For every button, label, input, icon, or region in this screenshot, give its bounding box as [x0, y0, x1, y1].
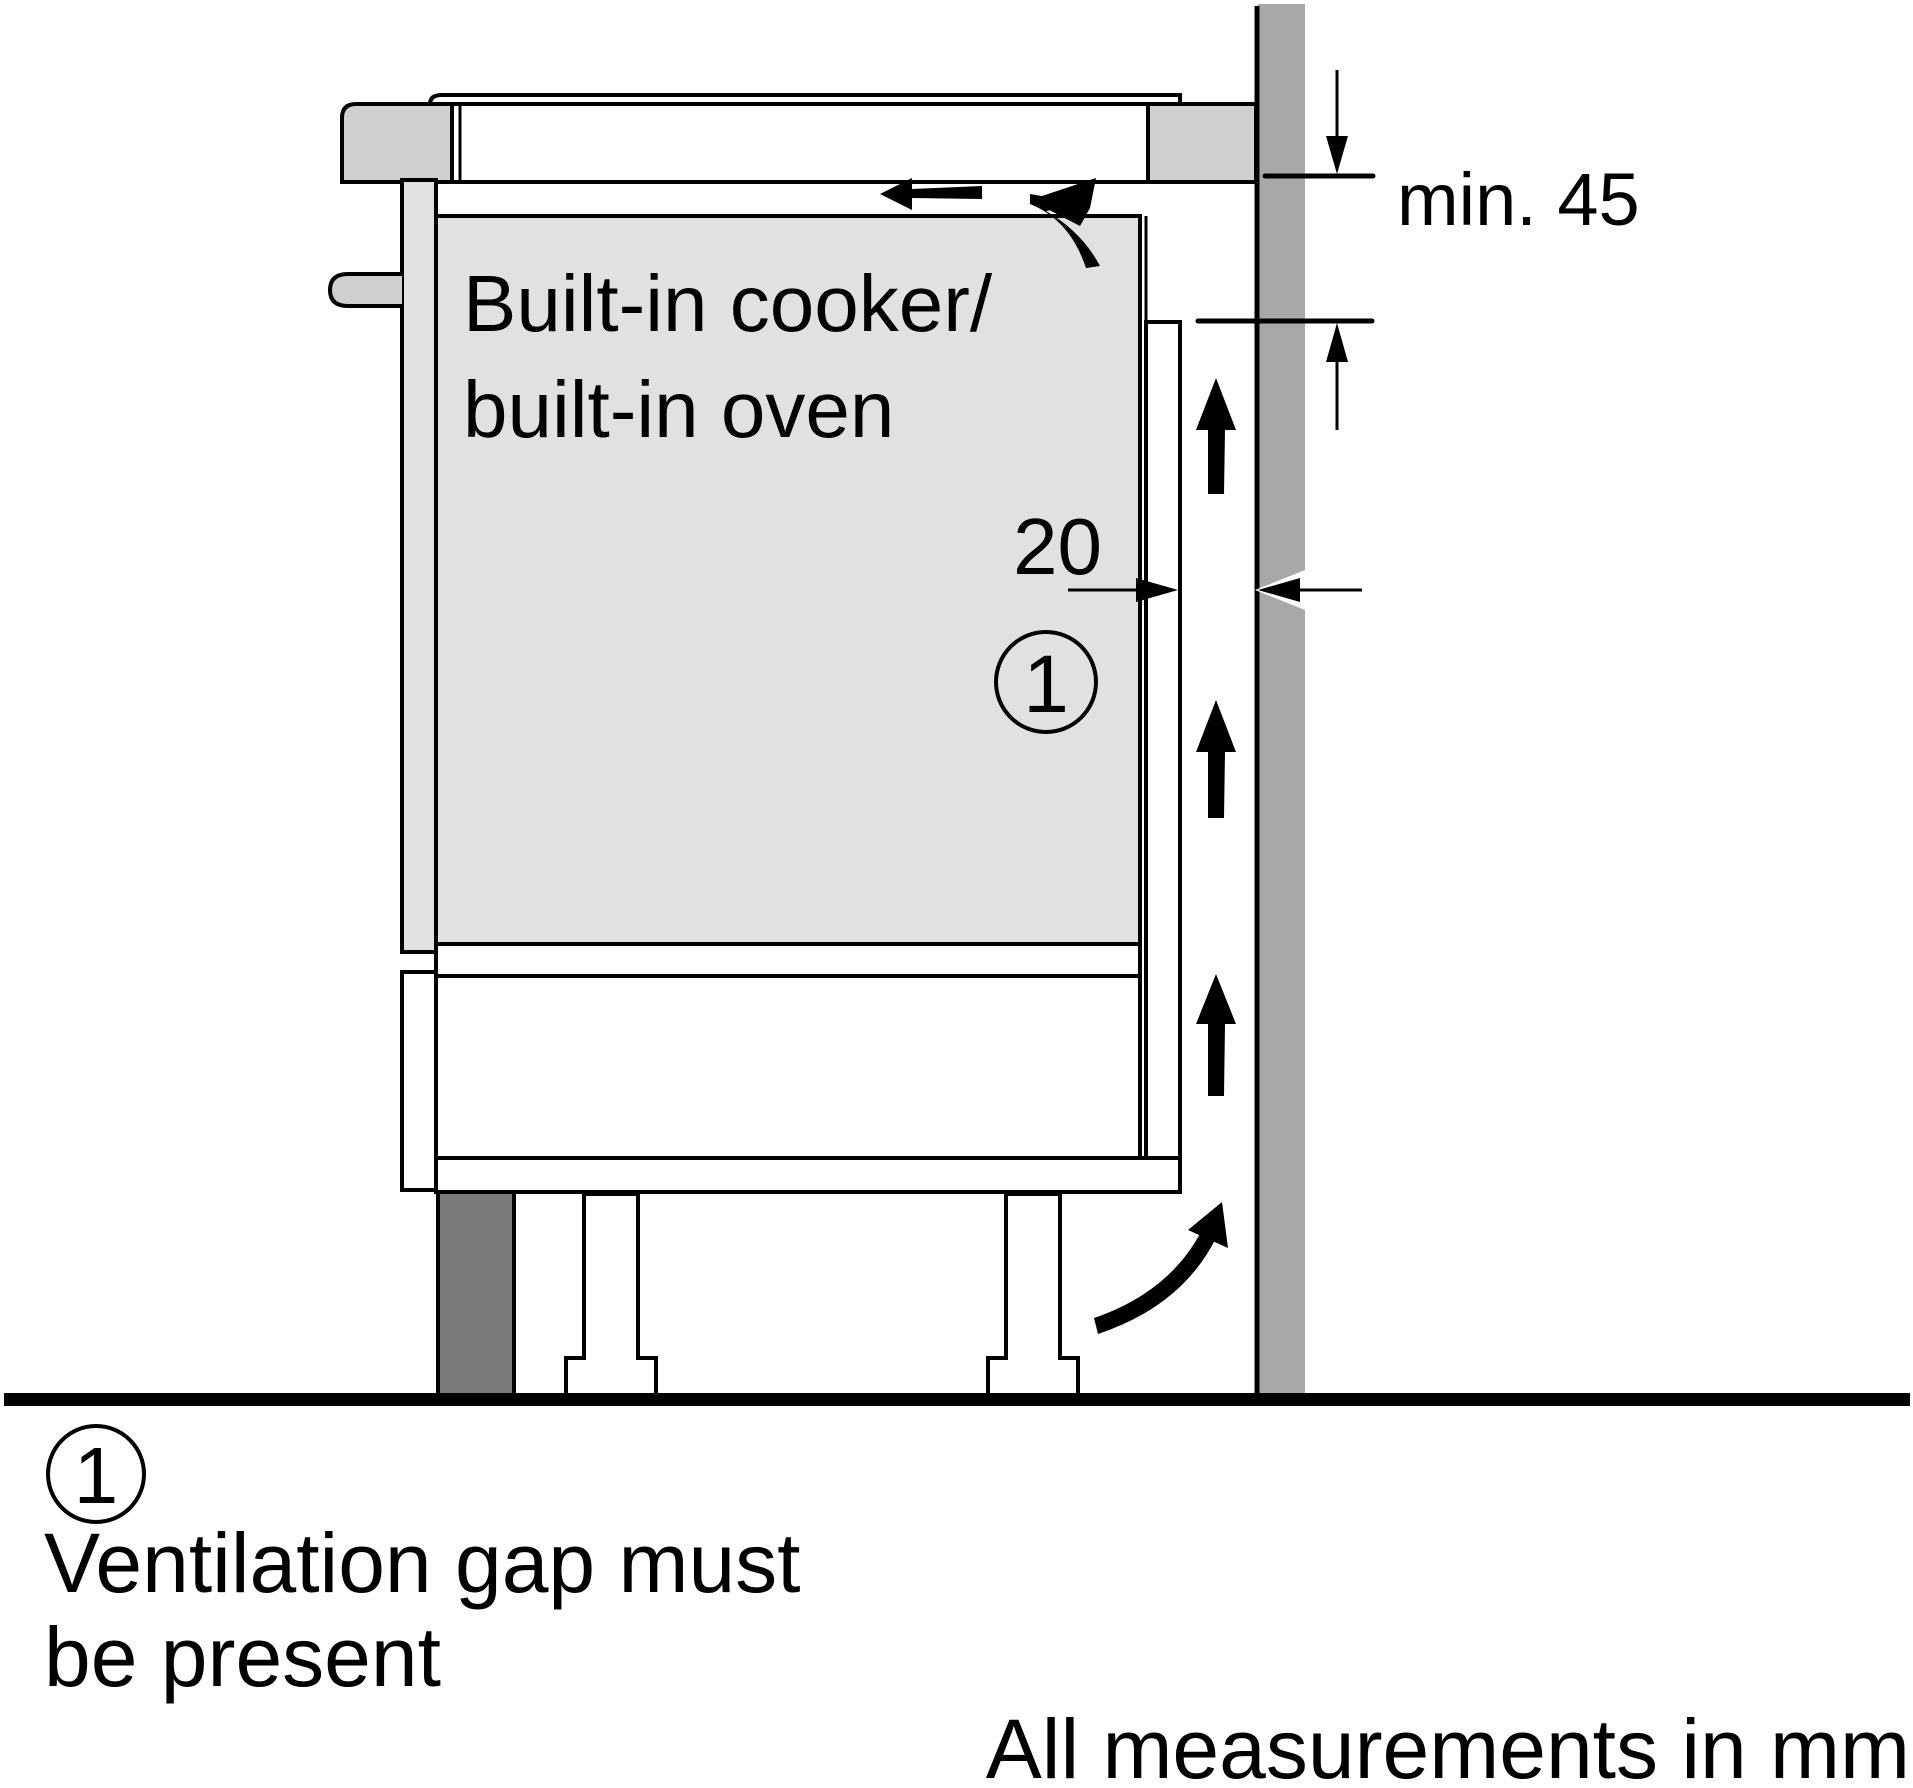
rear-panel — [1144, 320, 1182, 1160]
arrow-icon — [1094, 1230, 1216, 1334]
dim-label-top-gap: min. 45 — [1397, 158, 1640, 241]
legend: 1 Ventilation gap must be present — [44, 1424, 801, 1704]
callout-number: 1 — [1023, 639, 1069, 730]
floor-line — [4, 1393, 1910, 1406]
airflow-arrows — [880, 178, 1236, 1334]
arrow-icon — [1030, 178, 1096, 226]
side-panel-lower — [400, 970, 438, 1192]
countertop-right — [1146, 102, 1258, 184]
arrow-icon — [1258, 578, 1300, 602]
legend-number: 1 — [74, 1431, 119, 1520]
base-plate — [434, 1156, 1182, 1194]
drawer-band — [434, 942, 1142, 978]
drawer — [434, 974, 1142, 1160]
units-note: All measurements in mm — [986, 1702, 1910, 1788]
side-panel-upper — [400, 178, 438, 954]
countertop-left — [340, 102, 458, 184]
arrow-icon — [1196, 974, 1236, 1096]
dim-label-side-gap: 20 — [1013, 502, 1102, 591]
hob-body — [450, 102, 1150, 184]
wall — [1258, 4, 1305, 1398]
plinth — [436, 1190, 516, 1400]
legend-line2: be present — [44, 1610, 441, 1704]
arrow-icon — [1326, 136, 1348, 174]
arrow-icon — [1326, 323, 1348, 362]
appliance-label-line1: Built-in cooker/ — [463, 259, 993, 348]
appliance-label-line2: built-in oven — [463, 365, 894, 454]
dimension-side-gap: 20 — [1013, 502, 1362, 602]
arrow-icon — [1188, 1202, 1228, 1248]
arrow-icon — [880, 178, 982, 210]
circled-number-icon — [46, 1424, 146, 1524]
leg-rear — [986, 1192, 1080, 1400]
dimension-top-gap: min. 45 — [1195, 70, 1640, 430]
leg-front — [564, 1192, 658, 1400]
circled-number-icon — [994, 630, 1098, 734]
oven-body — [434, 214, 1142, 946]
arrow-icon — [1196, 700, 1236, 818]
oven-handle — [327, 272, 402, 308]
callout-marker: 1 — [994, 630, 1098, 734]
legend-line1: Ventilation gap must — [44, 1516, 801, 1610]
arrow-icon — [1030, 194, 1100, 268]
hob-top — [428, 93, 1182, 105]
arrow-icon — [1196, 378, 1236, 494]
arrow-icon — [1136, 578, 1178, 602]
